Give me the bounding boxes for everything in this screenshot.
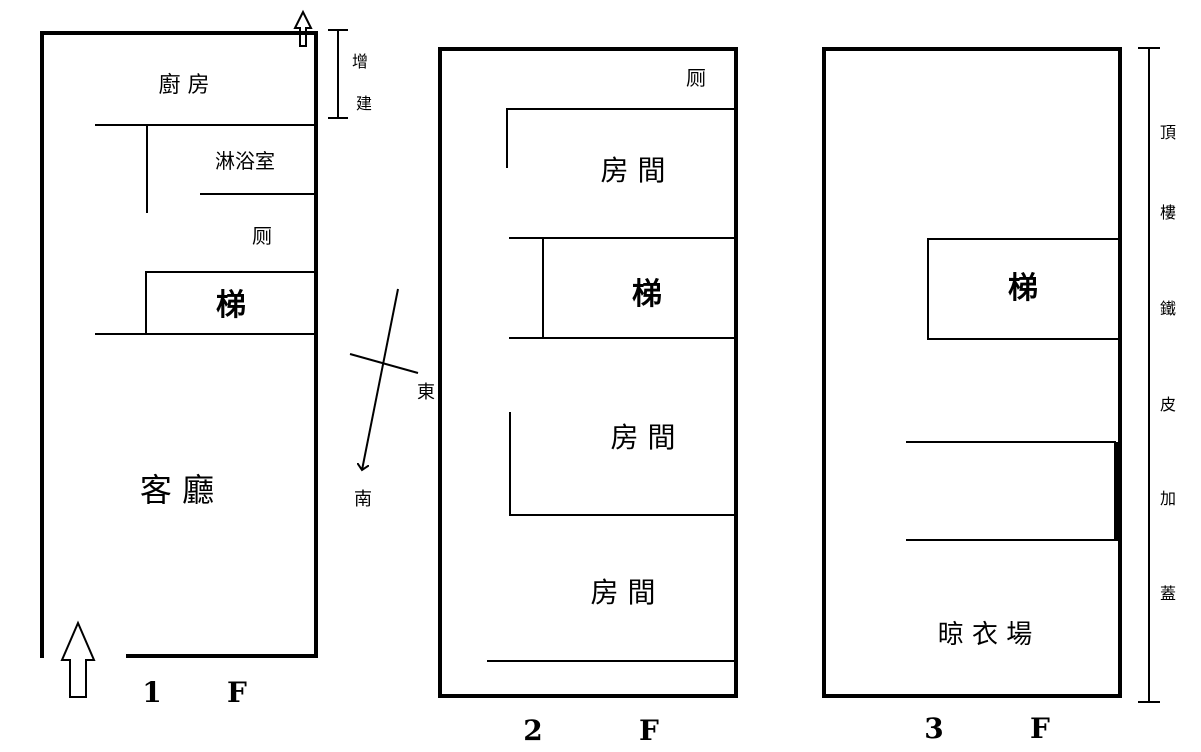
compass-south-label: 南	[354, 489, 372, 510]
roof-note-char-4: 皮	[1160, 395, 1176, 414]
floor-2-room-2-wall	[509, 412, 734, 516]
floor-1-letter: F	[227, 676, 247, 709]
floor-3-plan: 梯 晾 衣 場 頂 樓 鐵 皮 加 蓋 3 F	[822, 47, 1176, 745]
roof-note-char-3: 鐵	[1160, 299, 1176, 318]
floor-3-letter: F	[1030, 712, 1050, 745]
floor-1-stair-box	[145, 271, 314, 335]
floor-2-room-2-label: 房 間	[611, 421, 676, 454]
compass-east-label: 東	[417, 382, 435, 403]
floor-1-number: 1	[142, 676, 161, 709]
floor-2-stairs-label: 梯	[632, 277, 662, 312]
drying-area-label: 晾 衣 場	[938, 620, 1033, 650]
floor-2-room-1-wall	[506, 108, 734, 168]
floor-1-outer-wall	[40, 31, 318, 658]
roof-note-char-1: 頂	[1160, 123, 1176, 142]
floor-2-room-1-label: 房 間	[601, 154, 666, 187]
floor-3-number: 3	[924, 712, 943, 745]
floor-2-letter: F	[639, 714, 659, 747]
roof-note-char-6: 蓋	[1160, 584, 1176, 603]
east-marker-line	[349, 353, 419, 374]
south-arrow-icon	[362, 288, 399, 470]
kitchen-label: 廚 房	[159, 73, 210, 98]
floor-1-stairs-label: 梯	[216, 288, 246, 323]
bathroom-label: 淋浴室	[215, 149, 275, 173]
living-room-label: 客 廳	[140, 471, 214, 509]
extension-bracket	[328, 29, 348, 119]
floor-1-plan: 廚 房 淋浴室 厕 梯 客 廳 增 建 1 F	[40, 9, 372, 709]
extension-char-2: 建	[356, 94, 372, 113]
floor-2-plan: 厕 房 間 梯 房 間 房 間 2 F	[438, 47, 738, 747]
floor-2-outer-wall	[438, 47, 738, 698]
compass: 東 南	[349, 288, 435, 510]
floor-2-number: 2	[523, 714, 542, 747]
floor-1-toilet-label: 厕	[252, 224, 272, 248]
extension-char-1: 增	[352, 52, 368, 71]
entrance-arrow-icon	[60, 620, 96, 698]
floor-3-stairs-label: 梯	[1008, 271, 1038, 306]
roof-note-char-2: 樓	[1160, 203, 1176, 222]
roof-bracket	[1138, 47, 1160, 703]
floor-3-stair-box	[927, 238, 1118, 340]
floor-2-room-3-label: 房 間	[591, 576, 656, 609]
roof-note-char-5: 加	[1160, 489, 1176, 508]
extension-arrow-icon	[293, 9, 313, 47]
floor-2-toilet-label: 厕	[686, 66, 706, 90]
floor-3-outer-wall	[822, 47, 1122, 698]
